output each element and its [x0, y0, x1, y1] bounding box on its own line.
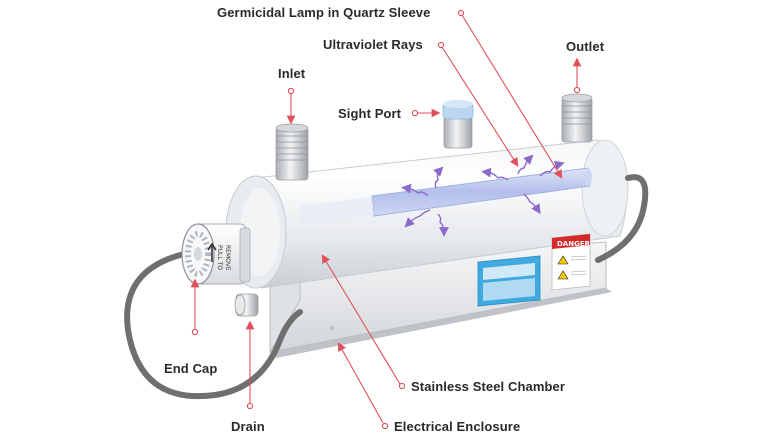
label-inlet: Inlet — [278, 66, 306, 81]
hazard-icon — [557, 270, 569, 280]
outlet-port — [561, 93, 593, 143]
ultraviolet-rays — [401, 154, 565, 237]
label-stainless-steel-chamber: Stainless Steel Chamber — [411, 379, 566, 394]
spec-label-panel — [477, 255, 541, 307]
end-cap-text-line2: REMOVE — [224, 245, 231, 271]
sight-port — [442, 100, 474, 149]
mounting-screw — [329, 325, 335, 331]
label-sight-port: Sight Port — [338, 106, 402, 121]
label-ultraviolet-rays: Ultraviolet Rays — [323, 37, 423, 52]
germicidal-lamp — [300, 167, 592, 225]
inlet-port — [275, 123, 309, 181]
label-drain: Drain — [231, 419, 265, 434]
drain-valve — [234, 293, 259, 317]
power-cables — [124, 174, 649, 400]
callout-leaders — [190, 9, 582, 430]
label-germicidal-lamp: Germicidal Lamp in Quartz Sleeve — [217, 5, 431, 20]
end-cap: PULL TO REMOVE — [181, 223, 251, 285]
label-electrical-enclosure: Electrical Enclosure — [394, 419, 521, 434]
danger-title: DANGER — [557, 240, 591, 248]
danger-warning-label: DANGER — [551, 233, 591, 291]
label-end-cap: End Cap — [164, 361, 218, 376]
hazard-icon — [557, 255, 569, 265]
label-outlet: Outlet — [566, 39, 605, 54]
end-cap-text-line1: PULL TO — [216, 245, 223, 270]
